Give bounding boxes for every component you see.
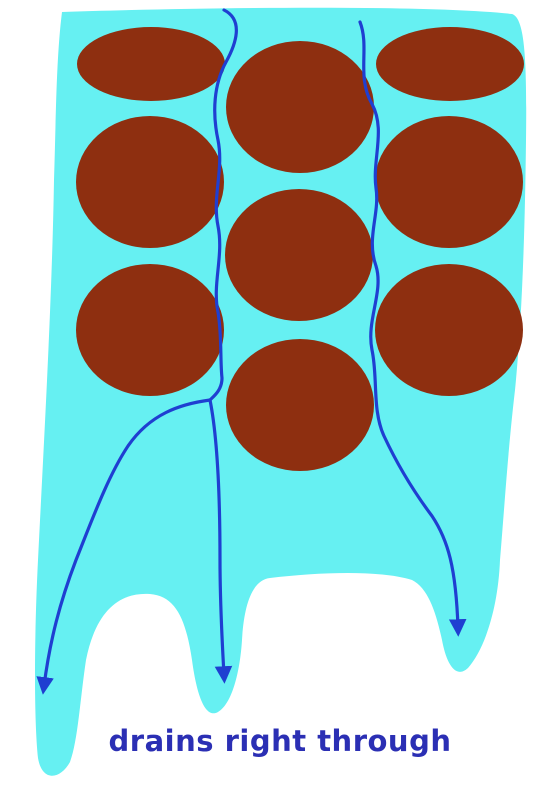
caption: drains right through [40,724,520,758]
soil-particle [375,264,523,396]
soil-particle [226,339,374,471]
soil-particle [376,27,524,101]
soil-particle [76,116,224,248]
soil-particle [77,27,225,101]
soil-particle [225,189,373,321]
soil-particle [375,116,523,248]
soil-particle [76,264,224,396]
soil-particle [226,41,374,173]
